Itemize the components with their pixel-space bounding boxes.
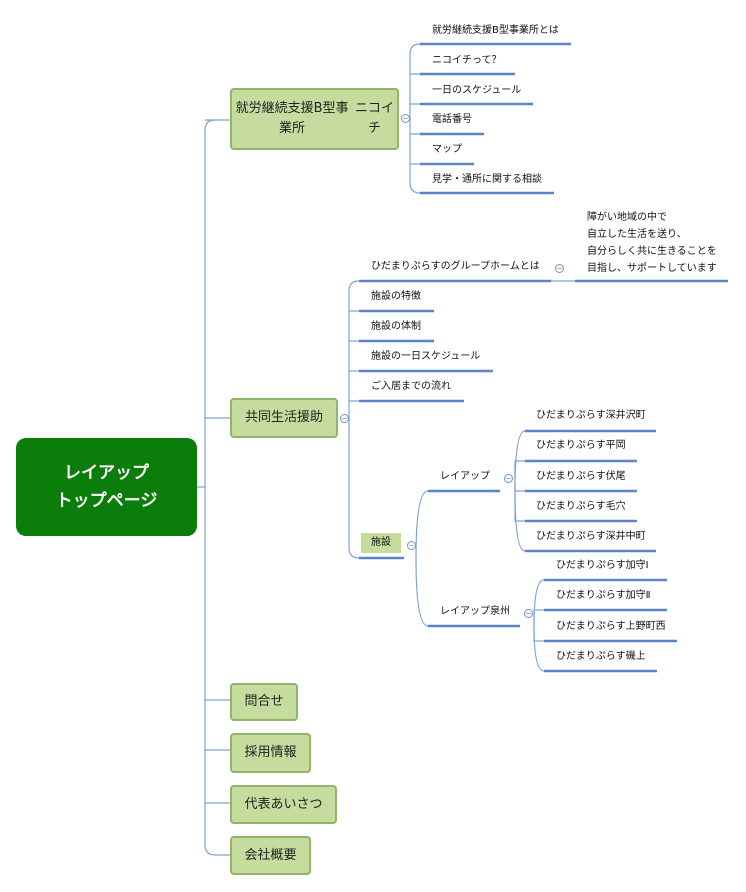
collapse-icon[interactable]: −: [340, 414, 349, 423]
topic-item[interactable]: 施設の体制: [371, 321, 421, 332]
root-node[interactable]: レイアップ トップページ: [16, 438, 197, 536]
branch-group-living[interactable]: 共同生活援助: [230, 398, 338, 438]
topic-item-facilities[interactable]: 施設: [361, 533, 401, 553]
root-title-line2: トップページ: [55, 491, 158, 511]
collapse-icon[interactable]: −: [524, 609, 533, 618]
facility-item[interactable]: ひだまりぷらす加守Ⅰ: [556, 560, 649, 571]
topic-item[interactable]: 施設の一日スケジュール: [371, 351, 481, 362]
facility-group-layup-senshu[interactable]: レイアップ泉州: [440, 606, 510, 617]
note-line: 自立した生活を送り、: [587, 229, 687, 240]
facility-group-layup[interactable]: レイアップ: [440, 471, 490, 482]
root-title-line1: レイアップ: [64, 463, 149, 483]
note-text: 障がい地域の中で 自立した生活を送り、 自分らしく共に生きることを 目指し、サポ…: [587, 209, 717, 277]
branch-greeting[interactable]: 代表あいさつ: [230, 785, 337, 824]
branch-recruit-label: 採用情報: [244, 745, 297, 760]
facility-item[interactable]: ひだまりぷらす磯上: [556, 651, 646, 662]
topic-item[interactable]: 施設の特徴: [371, 291, 421, 302]
facility-item[interactable]: ひだまりぷらす平岡: [536, 440, 626, 451]
collapse-icon[interactable]: −: [401, 114, 410, 123]
topic-item[interactable]: マップ: [432, 144, 462, 155]
topic-item[interactable]: 電話番号: [432, 114, 472, 125]
facility-item[interactable]: ひだまりぷらす深井沢町: [536, 410, 646, 421]
note-line: 障がい地域の中で: [587, 212, 667, 223]
facility-item[interactable]: ひだまりぷらす毛穴: [536, 501, 626, 512]
topic-item[interactable]: ひだまりぷらすのグループホームとは: [371, 261, 540, 272]
facility-item[interactable]: ひだまりぷらす伏尾: [536, 471, 626, 482]
topic-item[interactable]: 一日のスケジュール: [432, 85, 522, 96]
collapse-icon[interactable]: −: [407, 541, 416, 550]
branch-greeting-label: 代表あいさつ: [244, 796, 323, 812]
branch-company[interactable]: 会社概要: [230, 836, 311, 875]
branch-company-label: 会社概要: [244, 847, 297, 863]
facility-item[interactable]: ひだまりぷらす加守Ⅱ: [556, 590, 651, 601]
branch-recruit[interactable]: 採用情報: [230, 733, 311, 773]
branch-group-living-label: 共同生活援助: [244, 410, 323, 425]
branch-contact[interactable]: 問合せ: [230, 683, 298, 721]
topic-item[interactable]: 就労継続支援B型事業所とは: [432, 25, 559, 36]
branch-nikoichi[interactable]: 就労継続支援B型事業所 ニコイチ: [230, 88, 399, 150]
branch-contact-label: 問合せ: [244, 694, 284, 709]
collapse-icon[interactable]: −: [504, 474, 513, 483]
collapse-icon[interactable]: −: [555, 264, 564, 273]
topic-item[interactable]: ご入居までの流れ: [371, 381, 451, 392]
facility-item[interactable]: ひだまりぷらす上野町西: [556, 621, 666, 632]
topic-item[interactable]: 見学・通所に関する相談: [432, 174, 542, 185]
branch-nikoichi-line1: 就労継続支援B型事業所: [235, 101, 349, 136]
facility-item[interactable]: ひだまりぷらす深井中町: [536, 531, 646, 542]
topic-item[interactable]: ニコイチって？: [432, 55, 502, 66]
branch-nikoichi-line2: ニコイチ: [355, 101, 395, 136]
note-line: 目指し、サポートしています: [587, 263, 717, 274]
note-line: 自分らしく共に生きることを: [587, 246, 717, 257]
